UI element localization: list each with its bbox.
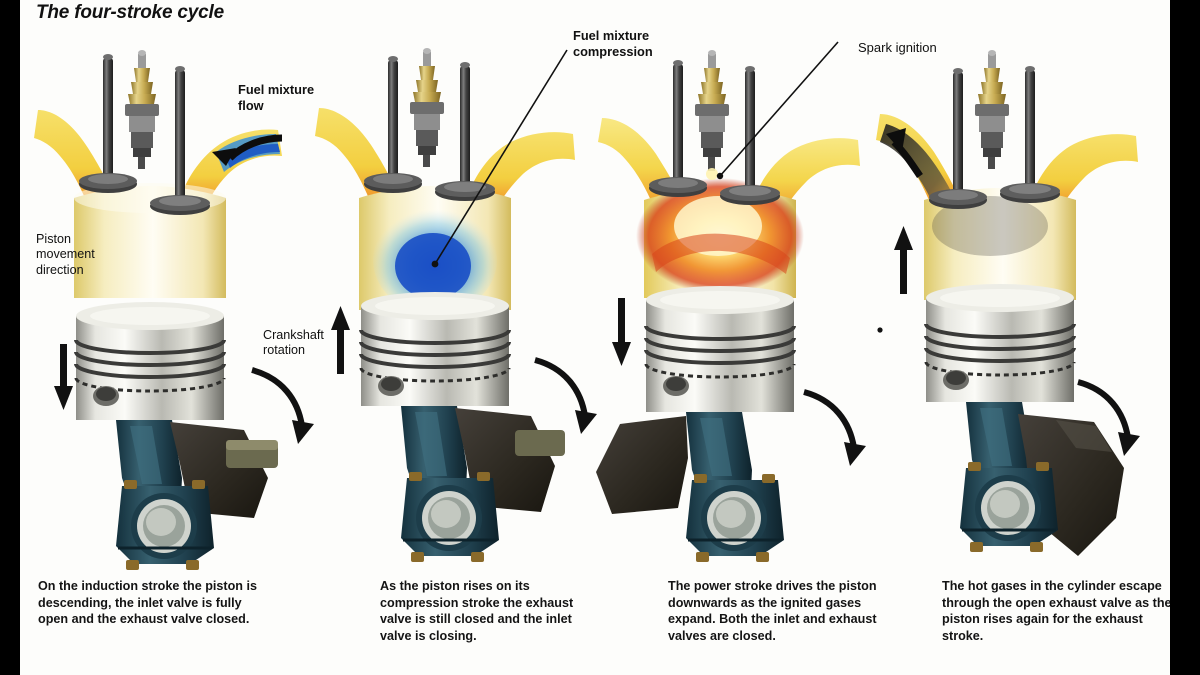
engine-diagram-exhaust	[876, 50, 1140, 556]
piston-direction-arrow-up	[331, 306, 350, 374]
panel-power	[596, 41, 890, 568]
inlet-valve	[1000, 66, 1060, 203]
inlet-valve	[720, 66, 780, 205]
leader-line-spark	[719, 41, 839, 177]
caption-induction: On the induction stroke the piston is de…	[38, 579, 258, 627]
caption-compression: As the piston rises on its compression s…	[380, 579, 574, 643]
spark-glow	[706, 168, 718, 180]
big-end-bearing	[401, 472, 499, 562]
spark-plug	[410, 48, 444, 167]
combustion-ring	[652, 233, 790, 274]
engine-diagram-power	[596, 41, 866, 562]
crankshaft-counterweight	[596, 416, 688, 514]
crankshaft-rotation-arrow	[534, 357, 597, 434]
spark-plug	[975, 50, 1009, 169]
residual-gas-haze	[932, 196, 1048, 256]
piston	[924, 284, 1076, 402]
piston	[74, 302, 226, 420]
crankshaft-rotation-arrow	[803, 389, 866, 466]
piston-direction-arrow-down	[54, 344, 73, 410]
piston	[359, 292, 511, 406]
leader-dot-compression	[431, 260, 439, 268]
page-title: The four-stroke cycle	[36, 2, 224, 23]
engine-diagram-compression	[315, 48, 597, 562]
exhaust-valve	[79, 54, 137, 193]
label-spark-ignition: Spark ignition	[858, 40, 937, 55]
piston	[644, 286, 796, 412]
piston-rings	[924, 323, 1076, 377]
piston-direction-arrow-down	[612, 298, 631, 366]
crankshaft-rotation-arrow	[1077, 379, 1140, 456]
piston-direction-arrow-up	[894, 226, 913, 294]
piston-rings	[74, 339, 226, 393]
label-piston-movement-direction: Piston movement direction	[36, 232, 95, 277]
fuel-mixture-stream-core	[226, 144, 280, 168]
engine-diagram-induction	[34, 50, 314, 570]
spark-plug	[125, 50, 159, 169]
exhaust-valve	[364, 56, 422, 193]
illustration-plate: The four-stroke cycle	[20, 0, 1170, 675]
inlet-valve	[150, 66, 210, 215]
label-fuel-mixture-compression: Fuel mixture compression	[573, 28, 653, 59]
big-end-bearing	[960, 462, 1058, 552]
piston-rings	[359, 329, 511, 383]
caption-exhaust: The hot gases in the cylinder escape thr…	[942, 579, 1170, 643]
crankshaft-rotation-arrow	[251, 367, 314, 444]
crankshaft-journal	[515, 430, 565, 456]
label-fuel-mixture-flow: Fuel mixture flow	[238, 82, 315, 113]
exhaust-valve	[649, 60, 707, 197]
panel-compression	[315, 48, 605, 568]
spark-plug	[695, 50, 729, 180]
fuel-flow-arrow	[212, 134, 283, 166]
panel-exhaust	[876, 48, 1170, 568]
panel-induction	[30, 48, 320, 570]
combustion-chamber	[924, 188, 1076, 300]
leader-line-compression	[434, 49, 568, 265]
caption-power: The power stroke drives the piston downw…	[668, 579, 877, 643]
piston-rings	[644, 325, 796, 379]
stray-dot-mark	[877, 327, 883, 333]
leader-dot-spark	[716, 172, 724, 180]
big-end-bearing	[116, 480, 214, 570]
exhaust-flow-arrow	[886, 128, 923, 178]
exhaust-valve	[929, 68, 987, 209]
big-end-bearing	[686, 474, 784, 562]
inlet-valve	[435, 62, 495, 201]
label-crankshaft-rotation: Crankshaft rotation	[263, 328, 324, 358]
